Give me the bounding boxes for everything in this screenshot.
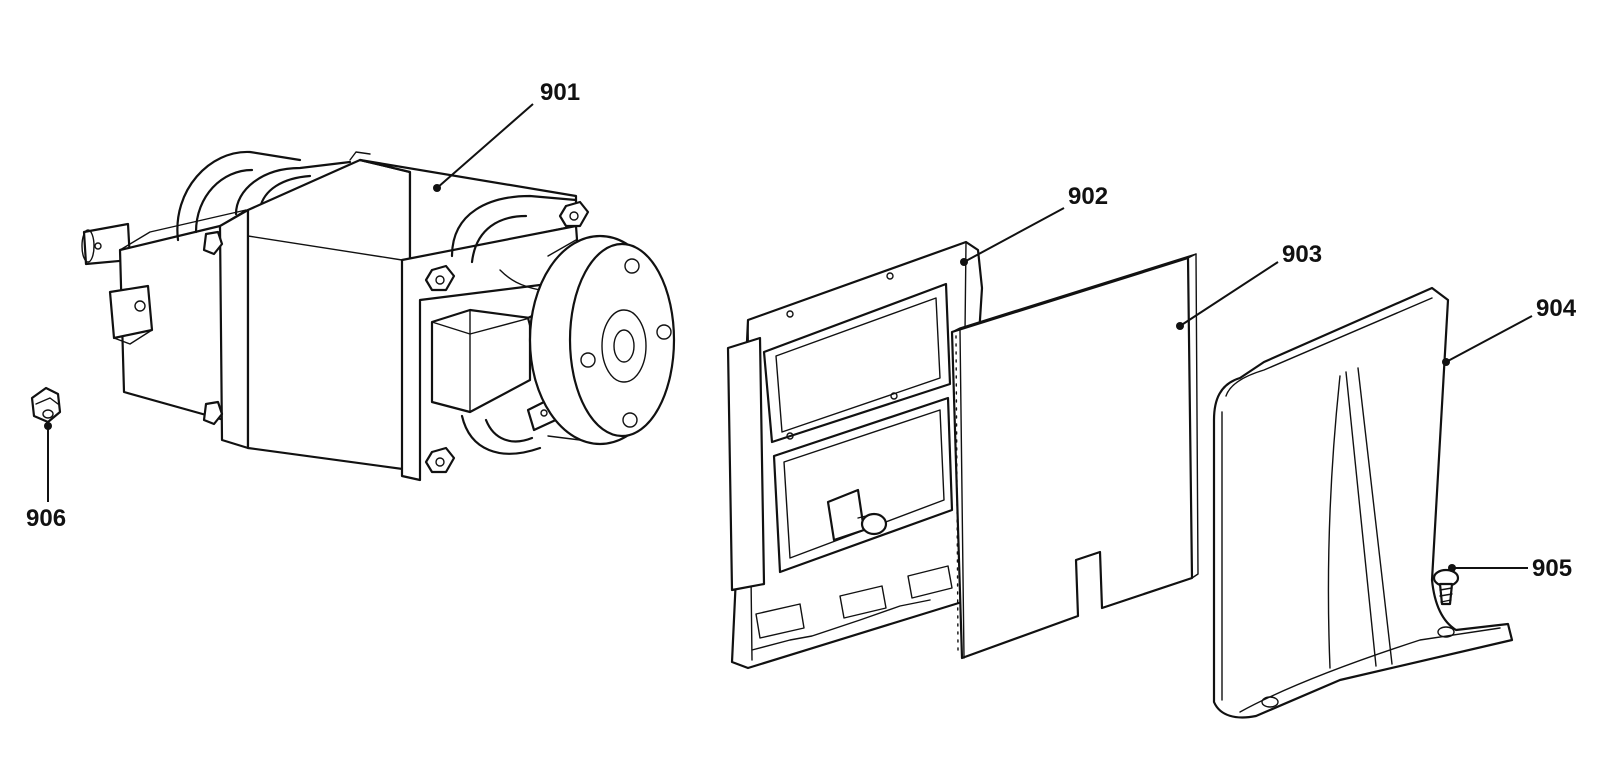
cover-shield-icon	[1212, 286, 1514, 719]
callout-901: 901	[540, 79, 580, 106]
leader-dot-902	[960, 258, 968, 266]
callout-906: 906	[26, 505, 66, 532]
leader-901	[436, 103, 534, 189]
callout-905: 905	[1532, 555, 1572, 582]
leader-dot-905	[1448, 564, 1456, 572]
screw-icon	[1432, 568, 1460, 606]
leader-dot-904	[1442, 358, 1450, 366]
mounting-bracket-icon	[726, 240, 984, 670]
leader-dot-903	[1176, 322, 1184, 330]
insulation-plate-icon	[950, 253, 1199, 660]
callout-902: 902	[1068, 183, 1108, 210]
callout-904: 904	[1536, 295, 1577, 322]
callout-labels: 901 902 903 904 905 906	[26, 79, 1577, 582]
leader-904	[1445, 315, 1533, 363]
motor-assembly-icon	[81, 150, 676, 482]
callout-903: 903	[1282, 241, 1322, 268]
leader-lines	[44, 103, 1533, 572]
leader-dot-901	[433, 184, 441, 192]
leader-902	[963, 207, 1065, 263]
leader-903	[1179, 261, 1279, 327]
nut-icon	[30, 386, 62, 424]
leader-dot-906	[44, 422, 52, 430]
